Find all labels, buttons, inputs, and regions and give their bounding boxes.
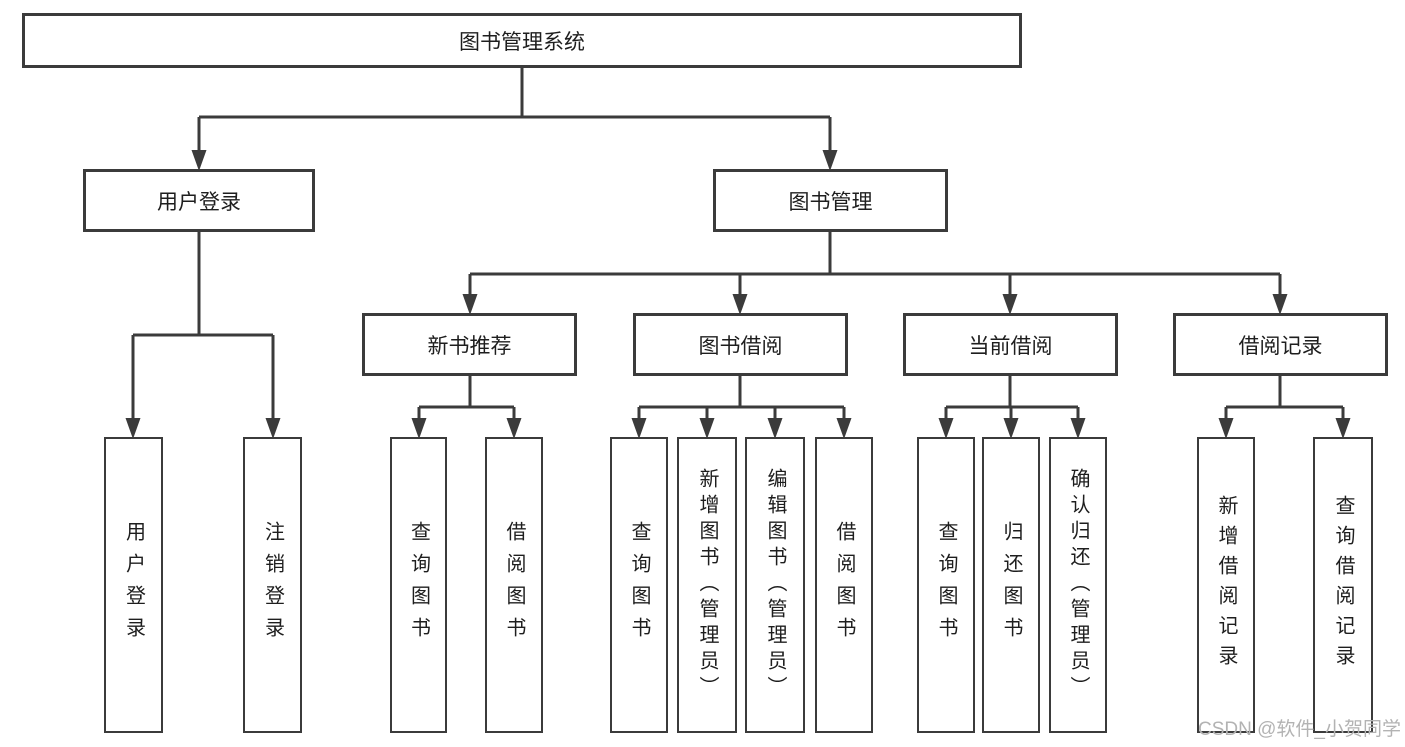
leaf-user-login-label: 用户登录 <box>122 521 145 649</box>
node-user-login-label: 用户登录 <box>157 190 241 214</box>
leaf-logout: 注销登录 <box>243 437 302 733</box>
leaf-borrow-books: 借阅图书 <box>815 437 873 733</box>
node-book-management-label: 图书管理 <box>788 190 873 214</box>
leaf-query-books-borrowing: 查询图书 <box>610 437 668 733</box>
leaf-borrow-books-recommend-label: 借阅图书 <box>503 521 525 649</box>
node-root: 图书管理系统 <box>22 13 1022 68</box>
node-current-borrowing: 当前借阅 <box>903 313 1118 376</box>
node-borrowing-records: 借阅记录 <box>1173 313 1388 376</box>
leaf-confirm-return-admin-label: 确认归还（管理员） <box>1067 468 1089 702</box>
node-current-borrowing-label: 当前借阅 <box>968 334 1053 358</box>
node-user-login: 用户登录 <box>83 169 315 232</box>
leaf-query-books-current-label: 查询图书 <box>935 521 957 649</box>
leaf-return-books-label: 归还图书 <box>1000 521 1022 649</box>
leaf-add-books-admin-label: 新增图书（管理员） <box>696 468 718 702</box>
leaf-edit-books-admin-label: 编辑图书（管理员） <box>764 468 786 702</box>
leaf-query-books-recommend: 查询图书 <box>390 437 447 733</box>
node-book-borrowing-label: 图书借阅 <box>698 334 783 358</box>
node-book-management: 图书管理 <box>713 169 948 232</box>
leaf-confirm-return-admin: 确认归还（管理员） <box>1049 437 1107 733</box>
leaf-edit-books-admin: 编辑图书（管理员） <box>745 437 805 733</box>
leaf-query-borrow-record: 查询借阅记录 <box>1313 437 1373 733</box>
node-book-borrowing: 图书借阅 <box>633 313 848 376</box>
csdn-watermark: CSDN @软件_小贺同学 <box>1198 719 1401 740</box>
leaf-query-books-recommend-label: 查询图书 <box>407 521 430 649</box>
leaf-add-books-admin: 新增图书（管理员） <box>677 437 737 733</box>
leaf-add-borrow-record: 新增借阅记录 <box>1197 437 1255 733</box>
leaf-query-books-current: 查询图书 <box>917 437 975 733</box>
node-new-book-recommend: 新书推荐 <box>362 313 577 376</box>
leaf-add-borrow-record-label: 新增借阅记录 <box>1215 495 1237 675</box>
leaf-query-books-borrowing-label: 查询图书 <box>628 521 650 649</box>
leaf-return-books: 归还图书 <box>982 437 1040 733</box>
node-root-label: 图书管理系统 <box>459 30 585 54</box>
leaf-borrow-books-label: 借阅图书 <box>833 521 855 649</box>
leaf-query-borrow-record-label: 查询借阅记录 <box>1332 495 1354 675</box>
node-new-book-recommend-label: 新书推荐 <box>427 334 512 358</box>
leaf-user-login: 用户登录 <box>104 437 163 733</box>
node-borrowing-records-label: 借阅记录 <box>1238 334 1323 358</box>
leaf-borrow-books-recommend: 借阅图书 <box>485 437 543 733</box>
leaf-logout-label: 注销登录 <box>261 521 284 649</box>
